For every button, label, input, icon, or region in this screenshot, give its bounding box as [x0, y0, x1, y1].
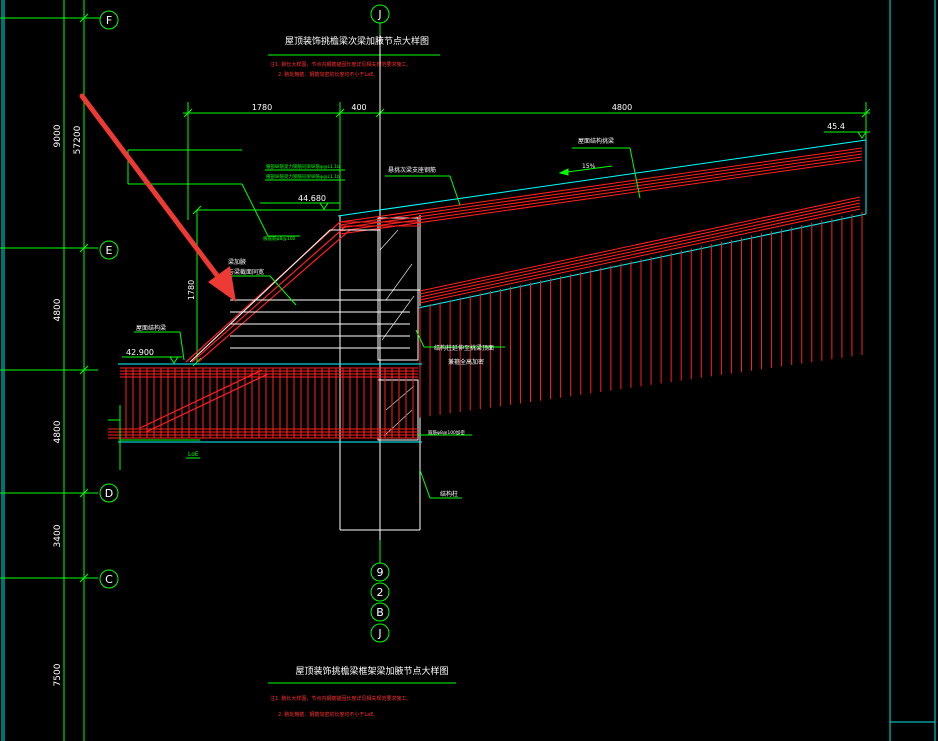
top-note-1: 注1. 腋长大样图，节点内钢筋锚固长度详见相关规范要求施工。: [270, 61, 411, 68]
elevation-right: 45.4: [827, 122, 845, 131]
slope-arrow: [558, 165, 613, 176]
label-green-note-3: 腋箍筋φ8@100: [263, 235, 296, 242]
vertical-dimension: [192, 205, 340, 367]
dim-top-1780: 1780: [252, 103, 272, 112]
sloped-beam-bottom-bar: [419, 202, 861, 298]
bottom-note-1: 注1. 腋长大样图，节点内钢筋锚固长度详见相关规范要求施工。: [270, 695, 411, 702]
axis-bubble-2: [370, 582, 390, 602]
sloped-beam-bottom-bar: [419, 205, 861, 301]
sloped-roof-beam: [139, 139, 867, 433]
sloped-beam-bottom-bar: [419, 208, 861, 304]
dim-4800-a: 4800: [53, 298, 63, 321]
dim-top-4800: 4800: [612, 103, 632, 112]
axis-bubble-9: [370, 562, 390, 582]
sloped-beam-bottom-bar: [419, 196, 861, 292]
label-col-stirrup: 箍筋φ8@100加密: [428, 429, 465, 436]
label-col-note-1: 结构柱延伸至挑梁顶面: [434, 344, 494, 352]
axis-bubbles-left: [98, 10, 119, 589]
axis-label-F: F: [106, 14, 112, 27]
axis-label-2: 2: [377, 586, 384, 599]
top-note-2: 2. 腋处箍筋、钢筋加密的长度均不小于LaE。: [278, 71, 378, 78]
axis-bubbles-bottom: [370, 540, 390, 643]
label-column: 结构柱: [440, 490, 458, 498]
dim-4800-b: 4800: [53, 420, 63, 443]
bottom-note-2: 2. 腋处箍筋、钢筋加密的长度均不小于LaE。: [278, 711, 378, 718]
axis-label-E: E: [106, 244, 113, 257]
sloped-beam-outline-top: [337, 139, 867, 217]
label-haunch: 梁加腋: [228, 258, 246, 266]
elevation-markers: 45.4 44.680 42.900: [126, 122, 867, 364]
haunch-lower-bar: [145, 373, 269, 433]
label-slope: 15%: [582, 163, 596, 170]
elevation-mid: 44.680: [298, 194, 326, 203]
bottom-title: 屋顶装饰挑檐梁框架梁加腋节点大样图: [295, 665, 448, 677]
sloped-beam-top-bar: [339, 147, 863, 223]
horizontal-beam: [108, 363, 422, 443]
red-arrow-pointer[interactable]: [79, 93, 236, 302]
sloped-beam-top-bar: [339, 150, 863, 226]
dim-total: 57200: [73, 125, 83, 154]
axis-bubble-D: [99, 483, 119, 503]
annotation-texts: 屋面结构挑梁 15% 悬挑次梁支座钢筋 腋部纵筋受力钢筋同梁纵筋φ@L1.1b …: [136, 137, 614, 498]
axis-bubble-E: [99, 240, 119, 260]
haunch-bars: [189, 229, 420, 363]
label-loe: LoE: [188, 451, 199, 458]
top-title: 屋顶装饰挑檐梁次梁加腋节点大样图: [285, 35, 429, 47]
axis-bubble-top: J: [370, 4, 390, 35]
haunch-lower-bar: [139, 369, 263, 429]
label-roof-beam-left: 屋面结构梁: [136, 324, 166, 332]
left-dimension-texts: 57200 9000 4800 4800 3400 7500: [53, 124, 83, 686]
haunch-diagonal-bar: [197, 229, 351, 363]
label-col-note-2: 兼箍全高加密: [448, 358, 484, 366]
label-green-note-2: 腋部纵筋受力钢筋同梁纵筋φ@L1.1b: [266, 173, 340, 180]
dim-vertical-1780: 1780: [187, 280, 196, 300]
axis-bubble-labels: F E D C: [105, 14, 113, 586]
label-haunch-2: 与梁截面同宽: [228, 268, 264, 276]
axis-label-9: 9: [377, 566, 384, 579]
axis-label-D: D: [105, 487, 113, 500]
sloped-beam-top-bar: [339, 156, 863, 232]
axis-label-J-top: J: [377, 8, 381, 21]
bottom-title-block: 屋顶装饰挑檐梁框架梁加腋节点大样图 注1. 腋长大样图，节点内钢筋锚固长度详见相…: [268, 665, 456, 718]
label-roof-beam-right: 屋面结构挑梁: [578, 137, 614, 145]
axis-label-J: J: [377, 627, 381, 640]
dim-top-400: 400: [351, 103, 366, 112]
dim-7500: 7500: [53, 663, 63, 686]
top-dimension-texts: 1780 400 4800: [252, 103, 632, 112]
axis-bubble-bottom-labels: 9 2 B J: [376, 566, 384, 640]
axis-bubble-C: [99, 569, 119, 589]
top-title-block: 屋顶装饰挑檐梁次梁加腋节点大样图 注1. 腋长大样图，节点内钢筋锚固长度详见相关…: [268, 35, 440, 78]
axis-bubble-J: [370, 623, 390, 643]
axis-bubble-F: [99, 10, 119, 30]
axis-label-B: B: [376, 606, 384, 619]
sloped-beam-top-bar: [339, 153, 863, 229]
sloped-beam-bottom-bar: [419, 199, 861, 295]
sloped-beam-top-bar: [339, 159, 863, 235]
axis-label-C: C: [105, 573, 113, 586]
elevation-left: 42.900: [126, 348, 154, 357]
label-beam-support: 悬挑次梁支座钢筋: [388, 166, 436, 174]
dim-3400: 3400: [53, 524, 63, 547]
dim-9000: 9000: [53, 124, 63, 147]
left-dimension-chain: [0, 0, 98, 741]
axis-bubble-B: [370, 602, 390, 622]
label-green-note-1: 腋部纵筋受力钢筋同梁纵筋φ@L1.1b: [266, 163, 340, 170]
haunch-diagonal-bar: [191, 225, 347, 363]
